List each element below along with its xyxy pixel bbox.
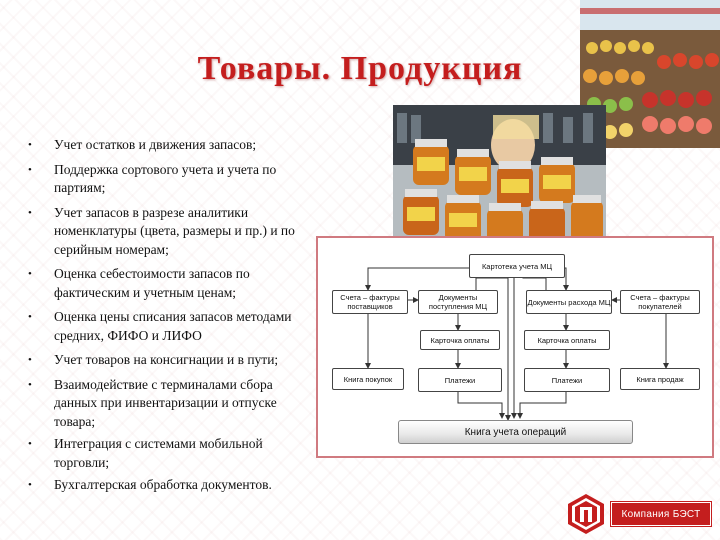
list-item: •Учет остатков и движения запасов; xyxy=(24,136,314,155)
list-item: •Учет запасов в разрезе аналитики номенк… xyxy=(28,204,295,257)
bullet-marker: • xyxy=(28,354,32,366)
feature-bullet-list: •Учет остатков и движения запасов; •Подд… xyxy=(24,136,314,495)
payments-right-box: Платежи xyxy=(524,368,610,392)
company-name-badge: Компания БЭСТ xyxy=(611,502,711,526)
sales-book-box: Книга продаж xyxy=(620,368,700,390)
bullet-marker: • xyxy=(28,311,32,323)
list-item: •Оценка цены списания запасов методами с… xyxy=(28,309,292,343)
accounting-flow-diagram: Картотека учета МЦ Счета – фактуры поста… xyxy=(316,236,714,458)
receipt-documents-box: Документы поступления МЦ xyxy=(418,290,498,314)
list-item: • Интеграция с системами мобильной торго… xyxy=(28,436,263,470)
bullet-marker: • xyxy=(28,163,32,176)
payment-card-left-box: Карточка оплаты xyxy=(420,330,500,350)
jars-shelf-photo xyxy=(393,105,606,245)
list-item: •Поддержка сортового учета и учета по па… xyxy=(28,161,277,196)
purchase-book-box: Книга покупок xyxy=(332,368,404,390)
operations-ledger-box: Книга учета операций xyxy=(398,420,633,444)
slide-title: Товары. Продукция xyxy=(197,50,523,87)
bullet-marker: • xyxy=(28,268,32,280)
issue-documents-box: Документы расхода МЦ xyxy=(526,290,612,314)
supplier-invoices-box: Счета – фактуры поставщиков xyxy=(332,290,408,314)
mc-card-box: Картотека учета МЦ xyxy=(469,254,565,278)
company-logo-icon xyxy=(565,493,607,535)
payments-left-box: Платежи xyxy=(418,368,502,392)
list-item: •Взаимодействие с терминалами сбора данн… xyxy=(28,376,277,429)
list-item: •Бухгалтерская обработка документов. xyxy=(24,476,314,495)
bullet-marker: • xyxy=(28,139,32,151)
list-item: •Учет товаров на консигнации и в пути; xyxy=(24,351,314,370)
list-item: •Оценка себестоимости запасов по фактиче… xyxy=(28,266,250,300)
bullet-marker: • xyxy=(28,206,32,219)
buyer-invoices-box: Счета – фактуры покупателей xyxy=(620,290,700,314)
bullet-marker: • xyxy=(28,378,32,391)
bullet-marker: • xyxy=(28,438,32,450)
payment-card-right-box: Карточка оплаты xyxy=(524,330,610,350)
bullet-marker: • xyxy=(28,479,32,491)
